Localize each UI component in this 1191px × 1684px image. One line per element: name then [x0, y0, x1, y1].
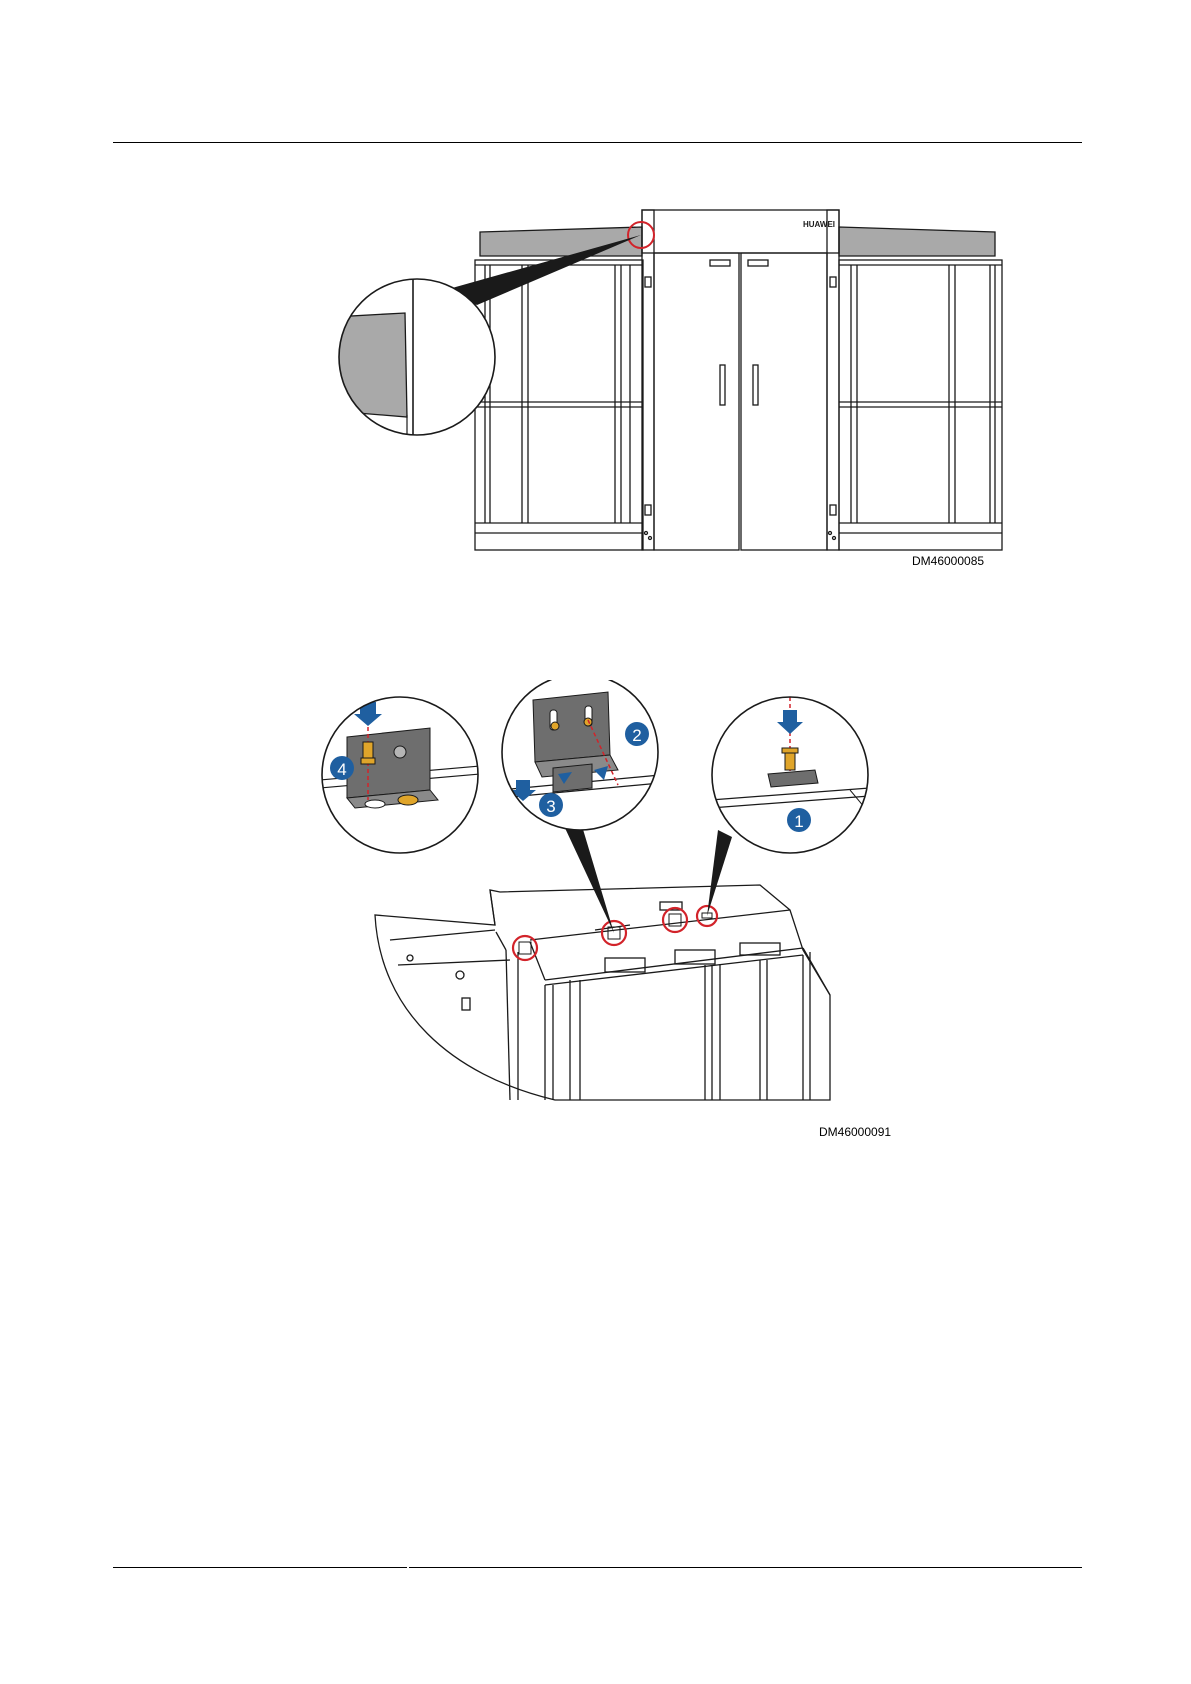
footer-rule-left [113, 1567, 407, 1568]
figure-aisle-containment-front: HUAWEI [325, 205, 1005, 565]
door-frame-left [642, 210, 654, 550]
door-frame-right [827, 210, 839, 550]
door-right-leaf [741, 253, 827, 550]
right-roof-panel [839, 227, 995, 256]
step-label-1: 1 [794, 812, 803, 831]
figure-1-id: DM46000085 [912, 554, 984, 568]
header-rule [113, 142, 1082, 143]
door-handle-left [720, 365, 725, 405]
step-label-4: 4 [337, 760, 346, 779]
door-handle-right [753, 365, 758, 405]
left-frame [475, 260, 643, 550]
step-label-3: 3 [546, 797, 555, 816]
cabinet-outline [375, 885, 830, 1100]
left-roof-panel [480, 227, 642, 256]
detail-step-2-3 [500, 680, 660, 835]
right-frame [839, 260, 1002, 550]
footer-rule-right [409, 1567, 1082, 1568]
figure-top-bracket-install: 4 2 3 1 [320, 680, 900, 1135]
door-header [642, 210, 839, 253]
door-left-leaf [654, 253, 739, 550]
figure-2-id: DM46000091 [819, 1125, 891, 1139]
door-logo: HUAWEI [803, 220, 835, 229]
step-label-2: 2 [632, 726, 641, 745]
